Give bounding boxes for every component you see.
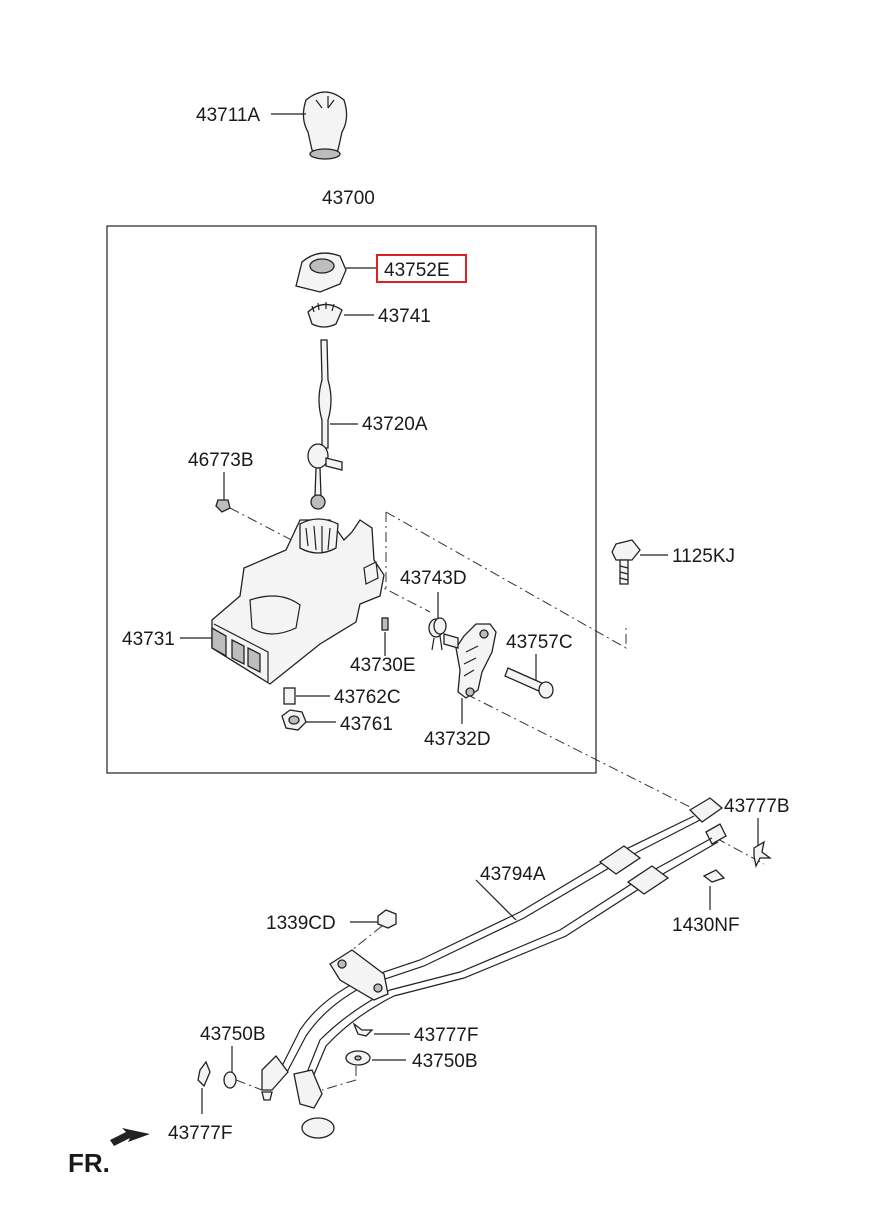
label-43732D: 43732D — [424, 729, 491, 750]
clip-43777B[interactable] — [753, 840, 772, 868]
label-43731: 43731 — [122, 629, 175, 650]
label-46773B: 46773B — [188, 450, 254, 471]
label-43777F-left: 43777F — [168, 1123, 232, 1144]
dash-washer-left — [235, 1079, 263, 1091]
dash-line-3 — [465, 693, 701, 813]
pin-43730E[interactable] — [381, 617, 389, 631]
select-lever-plate[interactable] — [443, 623, 497, 699]
cable-end-shift[interactable] — [688, 797, 727, 845]
label-43741: 43741 — [378, 306, 431, 327]
label-43762C: 43762C — [334, 687, 401, 708]
dash-line-2 — [385, 511, 627, 649]
dash-line-1 — [229, 507, 431, 613]
clip-46773B[interactable] — [215, 499, 231, 513]
label-1339CD: 1339CD — [266, 913, 336, 934]
label-43794A: 43794A — [480, 864, 546, 885]
label-43757C: 43757C — [506, 632, 573, 653]
assembly-frame — [106, 225, 597, 774]
bushing[interactable] — [307, 302, 343, 328]
leader-1339CD-b — [351, 925, 383, 951]
shift-cable-assembly[interactable] — [261, 815, 719, 1139]
highlight-box — [376, 254, 467, 283]
label-43743D: 43743D — [400, 568, 467, 589]
label-43752E[interactable]: 43752E — [384, 260, 450, 281]
clip-43777F-left[interactable] — [197, 1060, 211, 1088]
washer-43750B-right[interactable] — [345, 1050, 371, 1066]
leader-43794A — [475, 879, 517, 921]
label-43761: 43761 — [340, 714, 393, 735]
label-1430NF: 1430NF — [672, 915, 740, 936]
shift-lever[interactable] — [307, 339, 343, 510]
label-43750B-left: 43750B — [200, 1024, 266, 1045]
pin-43757C[interactable] — [504, 667, 554, 699]
label-43750B-right: 43750B — [412, 1051, 478, 1072]
washer-43750B-left[interactable] — [223, 1071, 237, 1089]
front-direction-arrow-icon — [110, 1128, 150, 1146]
front-label: FR. — [68, 1148, 110, 1178]
bolt-1125KJ[interactable] — [611, 539, 641, 585]
label-43777B: 43777B — [724, 796, 790, 817]
label-43730E: 43730E — [350, 655, 416, 676]
label-43720A: 43720A — [362, 414, 428, 435]
clip-43777F-mid[interactable] — [352, 1022, 374, 1037]
clip-1430NF[interactable] — [702, 869, 726, 883]
spring-43743D[interactable] — [428, 617, 447, 651]
nut-43761[interactable] — [281, 709, 307, 731]
shifter-bracket[interactable] — [211, 518, 385, 685]
label-43711A: 43711A — [196, 105, 260, 126]
boot-retainer[interactable] — [295, 252, 347, 293]
collar-43762C[interactable] — [283, 687, 296, 705]
label-43777F-mid: 43777F — [414, 1025, 478, 1046]
nut-1339CD[interactable] — [377, 909, 397, 929]
dash-washer-right-2 — [321, 1079, 357, 1091]
shift-knob[interactable] — [302, 91, 348, 160]
label-43700: 43700 — [322, 188, 375, 209]
label-1125KJ: 1125KJ — [672, 546, 735, 567]
